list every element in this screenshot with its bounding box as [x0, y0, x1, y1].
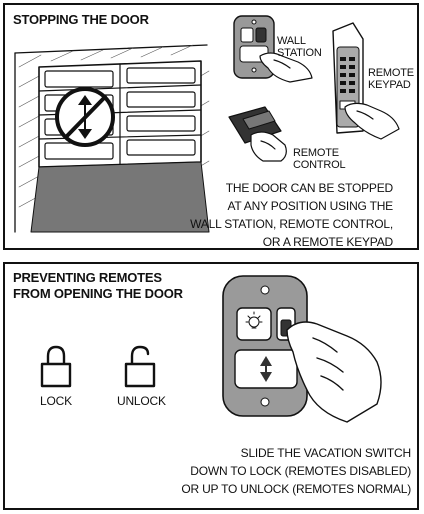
unlock-icon [124, 345, 156, 388]
preventing-remotes-panel: PREVENTING REMOTES FROM OPENING THE DOOR… [3, 262, 419, 510]
arrows-icon [260, 356, 272, 382]
preventing-caption: SLIDE THE VACATION SWITCH DOWN TO LOCK (… [181, 446, 411, 496]
garage-door-icon [14, 37, 211, 233]
wall-station-label: WALL STATION [277, 35, 322, 59]
preventing-title: PREVENTING REMOTES FROM OPENING THE DOOR [13, 270, 183, 301]
hand-icon [259, 52, 313, 83]
remote-control-icon [228, 106, 287, 162]
remote-control-label: REMOTE CONTROL [293, 147, 346, 171]
hand-icon [250, 131, 287, 162]
stopping-title: STOPPING THE DOOR [13, 12, 149, 27]
stopping-the-door-panel: STOPPING THE DOOR [3, 3, 419, 250]
lock-icon [40, 345, 72, 388]
wall-station-icon [222, 275, 382, 423]
wall-station-icon [233, 15, 313, 83]
lock-label: LOCK [40, 394, 72, 408]
stopping-caption: THE DOOR CAN BE STOPPED AT ANY POSITION … [190, 181, 393, 249]
unlock-label: UNLOCK [117, 394, 166, 408]
stop-symbol-icon [55, 87, 115, 147]
hand-icon [344, 102, 400, 140]
light-icon [245, 311, 263, 329]
hand-icon [286, 321, 382, 423]
remote-keypad-label: REMOTE KEYPAD [368, 67, 414, 91]
remote-keypad-icon [332, 22, 400, 140]
